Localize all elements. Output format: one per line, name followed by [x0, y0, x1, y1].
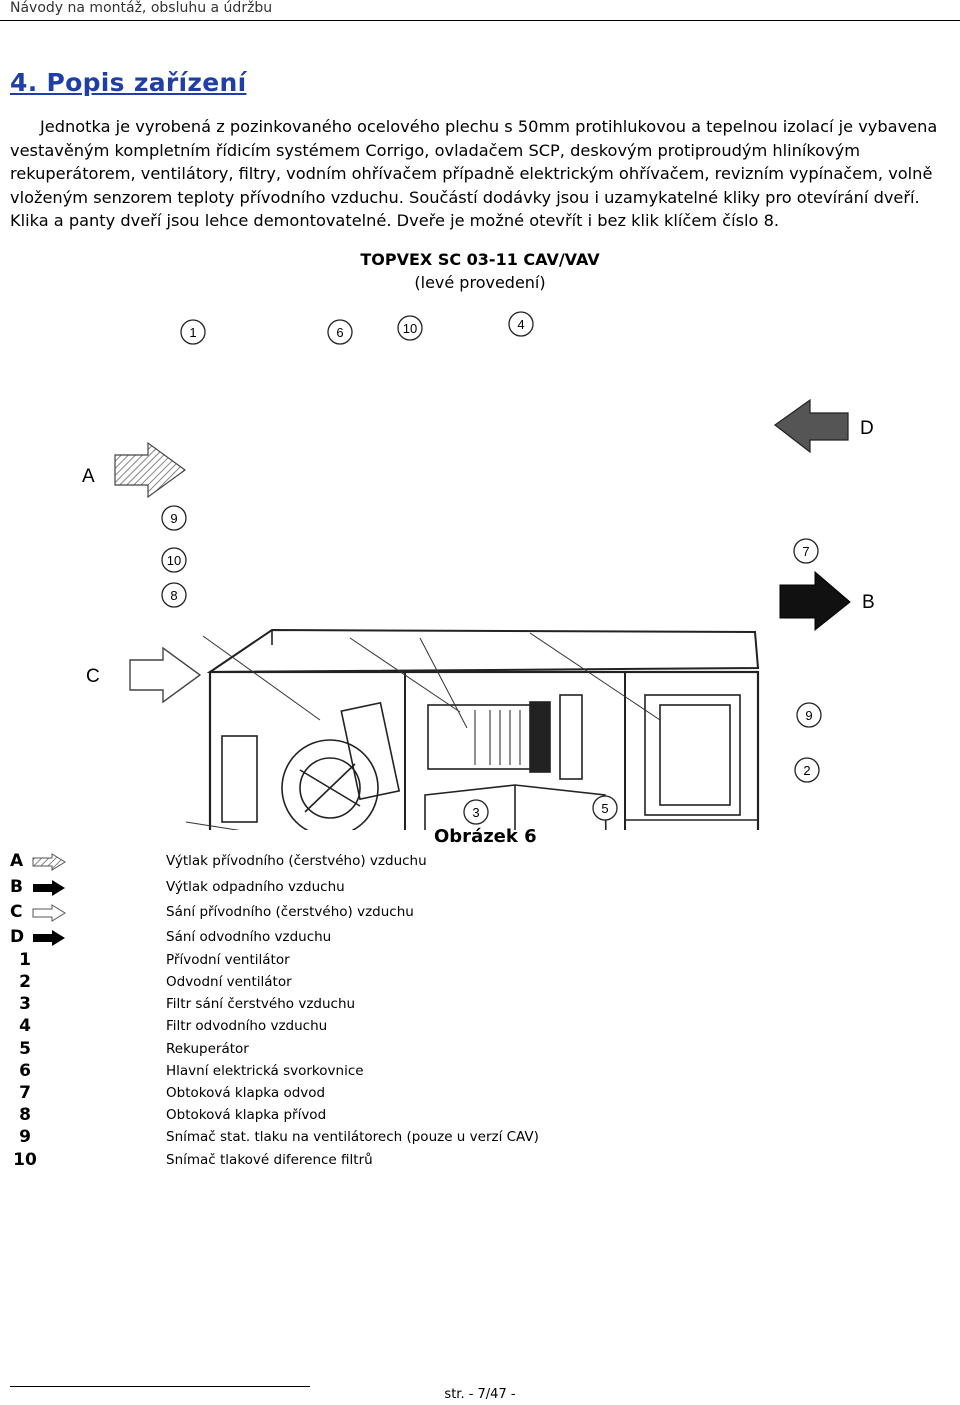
legend-text: Hlavní elektrická svorkovnice: [166, 1063, 364, 1079]
legend-text: Filtr sání čerstvého vzduchu: [166, 996, 356, 1012]
header-divider: [0, 20, 960, 21]
arrow-a-hatched: [114, 441, 187, 499]
legend-text: Přívodní ventilátor: [166, 952, 290, 968]
callout-7: 7: [802, 544, 809, 559]
legend-key: 9: [19, 1127, 31, 1147]
legend-text: Sání přívodního (čerstvého) vzduchu: [166, 904, 414, 920]
legend-text: Obtoková klapka odvod: [166, 1085, 326, 1101]
legend-key: 4: [19, 1016, 31, 1036]
callout-10: 10: [403, 321, 417, 336]
callout-8: 8: [170, 588, 177, 603]
callout-9: 9: [170, 511, 177, 526]
figure-title: TOPVEX SC 03-11 CAV/VAV: [360, 250, 600, 269]
legend-key: 7: [19, 1083, 31, 1103]
legend-key: 5: [19, 1039, 31, 1059]
legend-text: Výtlak přívodního (čerstvého) vzduchu: [166, 853, 427, 869]
callout-2: 2: [803, 763, 810, 778]
label-d: D: [860, 418, 874, 439]
unit-frame: [208, 670, 760, 830]
callout-10: 10: [167, 553, 181, 568]
callout-9: 9: [805, 708, 812, 723]
legend-key: 1: [19, 950, 31, 970]
legend-key: 6: [19, 1061, 31, 1081]
hatched-arrow-icon: [32, 853, 66, 871]
section-title: 4. Popis zařízení: [10, 68, 247, 97]
black-arrow-icon: [33, 930, 65, 946]
footer-divider: [10, 1386, 310, 1387]
legend-text: Obtoková klapka přívod: [166, 1107, 327, 1123]
white-arrow-icon: [32, 904, 66, 922]
black-arrow-icon: [33, 880, 65, 896]
document-header: Návody na montáž, obsluhu a údržbu: [10, 0, 273, 16]
legend-key: A: [10, 851, 24, 871]
page-number: str. - 7/47 -: [444, 1387, 516, 1402]
legend-key: C: [10, 902, 23, 922]
legend-text: Odvodní ventilátor: [166, 974, 292, 990]
legend-key: B: [10, 877, 23, 897]
label-b: B: [862, 592, 875, 613]
legend-text: Sání odvodního vzduchu: [166, 929, 332, 945]
legend-text: Výtlak odpadního vzduchu: [166, 879, 345, 895]
label-c: C: [86, 666, 100, 687]
unit-top: [206, 628, 760, 674]
callout-4: 4: [517, 317, 524, 332]
callout-3: 3: [472, 805, 479, 820]
callout-1: 1: [189, 325, 196, 340]
figure-caption: Obrázek 6: [434, 826, 537, 847]
legend-key: 3: [19, 994, 31, 1014]
unit-drawing: 1 6 10 4 9 10 8 7 9 2 3 5 A D B C: [82, 311, 875, 830]
label-a: A: [82, 466, 95, 487]
legend-text: Rekuperátor: [166, 1041, 249, 1057]
legend-key: 2: [19, 972, 31, 992]
legend-key: 8: [19, 1105, 31, 1125]
arrow-b-black: [779, 570, 851, 632]
intro-paragraph: Jednotka je vyrobená z pozinkovaného oce…: [10, 117, 938, 230]
supply-fan: [281, 739, 379, 830]
legend-text: Filtr odvodního vzduchu: [166, 1018, 328, 1034]
arrow-d-black: [773, 398, 849, 454]
recuperator: [424, 784, 607, 830]
legend-key: D: [10, 927, 25, 947]
legend-key: 10: [13, 1150, 37, 1170]
callout-5: 5: [601, 801, 608, 816]
legend-text: Snímač stat. tlaku na ventilátorech (pou…: [166, 1129, 539, 1145]
callout-6: 6: [336, 325, 343, 340]
legend-text: Snímač tlakové diference filtrů: [166, 1152, 373, 1168]
arrow-c-white: [129, 646, 202, 704]
figure-subtitle: (levé provedení): [414, 273, 546, 292]
